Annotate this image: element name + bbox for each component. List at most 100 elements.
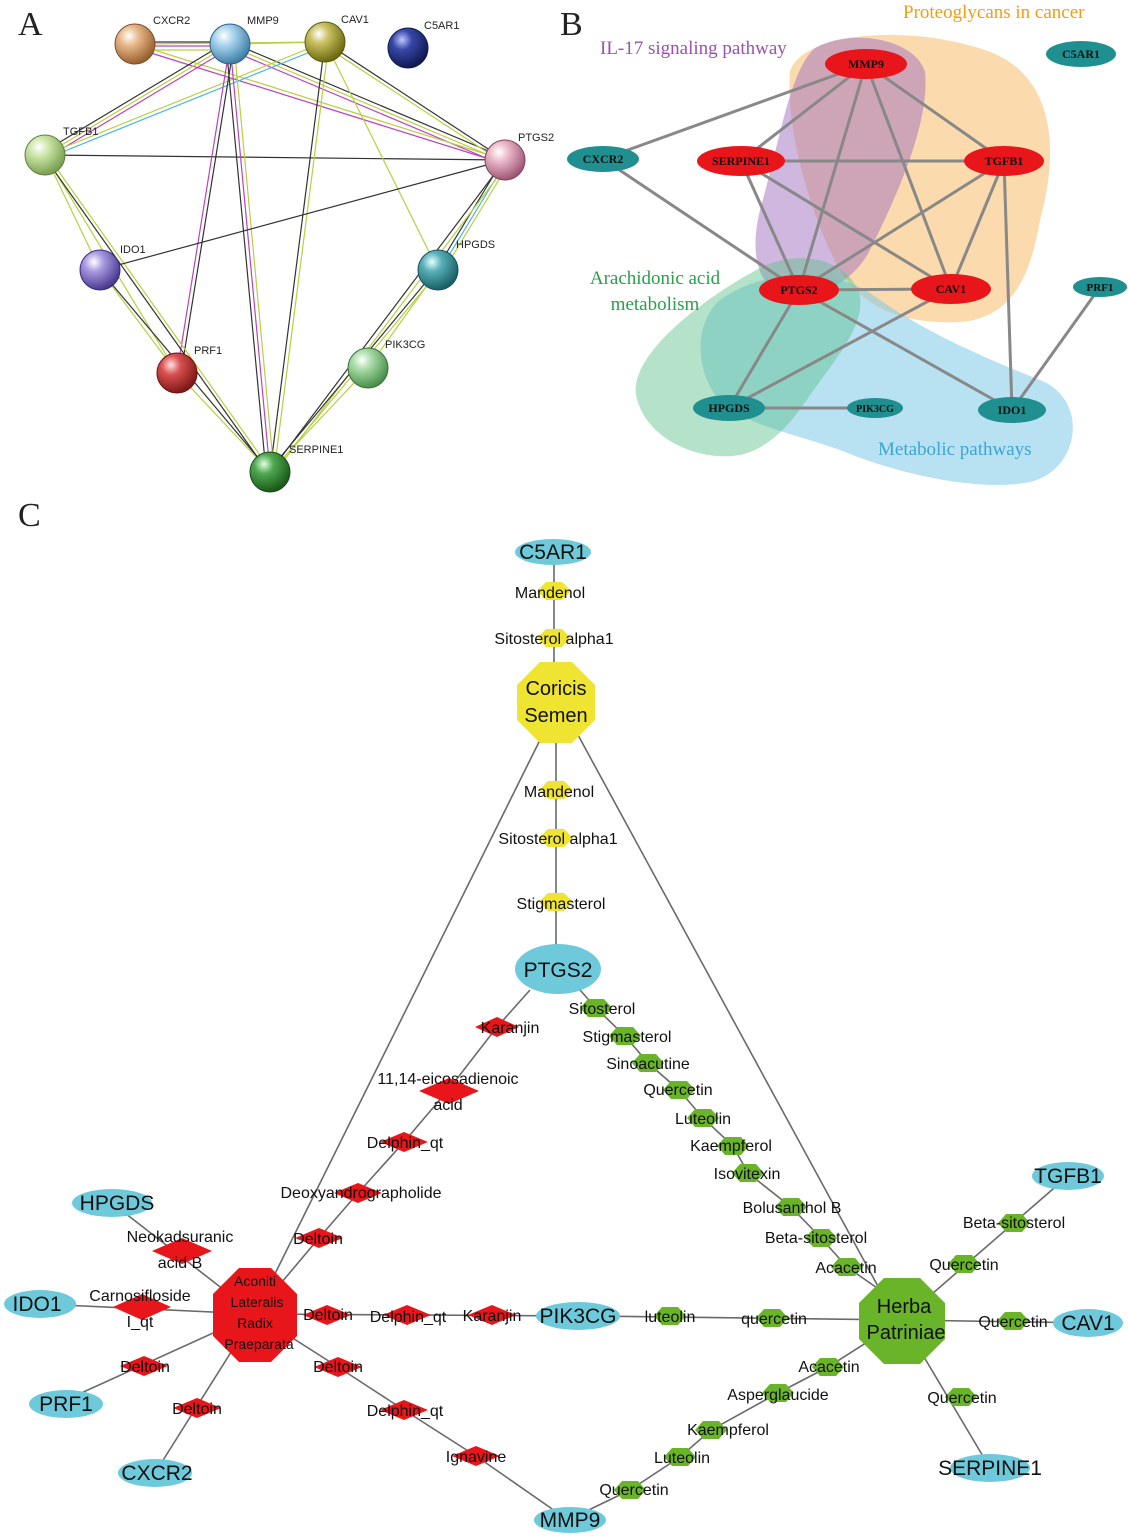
pc-red-delphin1: Delphin_qt bbox=[367, 1135, 444, 1152]
pc-green-quercetin2: quercetin bbox=[741, 1311, 807, 1328]
pa-node-ptgs2[interactable]: PTGS2 bbox=[484, 132, 554, 181]
pc-target-ido1[interactable]: IDO1 bbox=[4, 1290, 76, 1318]
pc-herb-aconiti-line3: Radix bbox=[237, 1315, 273, 1331]
pc-compound-green: Sitosterol Stigmasterol Sinoacutine Quer… bbox=[569, 999, 1065, 1499]
pc-herb-patriniae-line2: Patriniae bbox=[867, 1322, 946, 1344]
pa-label-hpgds: HPGDS bbox=[456, 239, 495, 251]
pc-target-prf1[interactable]: PRF1 bbox=[29, 1390, 103, 1418]
pb-label-serpine1: SERPINE1 bbox=[712, 154, 770, 168]
pc-target-hpgds-label: HPGDS bbox=[80, 1192, 155, 1215]
pa-node-serpine1[interactable]: SERPINE1 bbox=[249, 444, 343, 493]
pc-green-kaempferol2: Kaempferol bbox=[687, 1422, 769, 1439]
pa-node-c5ar1[interactable]: C5AR1 bbox=[387, 20, 459, 69]
pc-red-delphin2: Delphin_qt bbox=[370, 1309, 447, 1326]
pc-target-ptgs2[interactable]: PTGS2 bbox=[515, 944, 601, 994]
pc-green-luteolin2: luteolin bbox=[645, 1309, 696, 1326]
pc-red-neok-line2: acid B bbox=[158, 1255, 202, 1272]
pc-target-ptgs2-label: PTGS2 bbox=[524, 959, 593, 982]
pc-red-ignavine: Ignavine bbox=[446, 1449, 507, 1466]
pathway-label-arachidonic-line1: Arachidonic acid bbox=[590, 268, 721, 289]
pb-node-ido1[interactable]: IDO1 bbox=[978, 397, 1046, 423]
pa-label-serpine1: SERPINE1 bbox=[289, 444, 343, 456]
pb-node-cav1[interactable]: CAV1 bbox=[911, 274, 991, 304]
pc-herb-coricis-line2: Semen bbox=[524, 705, 587, 727]
pc-target-prf1-label: PRF1 bbox=[39, 1393, 93, 1416]
pc-red-deltoin2: Deltoin bbox=[120, 1359, 170, 1376]
pb-node-hpgds[interactable]: HPGDS bbox=[693, 395, 765, 421]
pc-target-cxcr2[interactable]: CXCR2 bbox=[118, 1459, 193, 1487]
pb-label-hpgds: HPGDS bbox=[708, 401, 750, 415]
pc-target-serpine1[interactable]: SERPINE1 bbox=[938, 1454, 1042, 1482]
pc-green-sinoacutine: Sinoacutine bbox=[606, 1056, 690, 1073]
pa-label-prf1: PRF1 bbox=[194, 345, 222, 357]
pa-node-tgfb1[interactable]: TGFB1 bbox=[24, 126, 98, 176]
pa-node-cxcr2[interactable]: CXCR2 bbox=[114, 15, 190, 65]
pb-node-ptgs2[interactable]: PTGS2 bbox=[759, 275, 839, 305]
pathway-label-arachidonic-line2: metabolism bbox=[611, 294, 700, 315]
pb-node-prf1[interactable]: PRF1 bbox=[1073, 277, 1127, 297]
pb-label-cxcr2: CXCR2 bbox=[583, 152, 624, 166]
pb-node-serpine1[interactable]: SERPINE1 bbox=[697, 146, 785, 176]
pc-red-delphin3: Delphin_qt bbox=[367, 1403, 444, 1420]
pb-label-tgfb1: TGFB1 bbox=[985, 154, 1024, 168]
pc-green-acacetin1: Acacetin bbox=[815, 1260, 876, 1277]
pa-label-mmp9: MMP9 bbox=[247, 15, 279, 27]
pc-green-sitosterol: Sitosterol bbox=[569, 1001, 636, 1018]
pc-green-isovitexin: Isovitexin bbox=[714, 1166, 781, 1183]
panel-a-nodes: CXCR2 MMP9 CAV1 C5AR1 TGFB1 PTGS2 IDO1 H… bbox=[24, 14, 554, 493]
pc-target-hpgds[interactable]: HPGDS bbox=[72, 1189, 154, 1217]
pc-green-quercetin6: Quercetin bbox=[599, 1482, 668, 1499]
pc-target-tgfb1[interactable]: TGFB1 bbox=[1032, 1162, 1104, 1190]
pa-node-cav1[interactable]: CAV1 bbox=[304, 14, 369, 63]
pc-red-karanjin1: Karanjin bbox=[481, 1020, 540, 1037]
pc-red-carno-line2: I_qt bbox=[127, 1314, 154, 1331]
pc-herb-aconiti[interactable]: Aconiti Lateralis Radix Praeparata bbox=[213, 1268, 297, 1362]
pc-herb-patriniae[interactable]: Herba Patriniae bbox=[859, 1278, 945, 1364]
pc-target-mmp9-label: MMP9 bbox=[540, 1509, 601, 1532]
pa-node-hpgds[interactable]: HPGDS bbox=[417, 239, 495, 291]
pa-node-ido1[interactable]: IDO1 bbox=[79, 244, 146, 291]
pc-target-c5ar1[interactable]: C5AR1 bbox=[515, 539, 591, 565]
pc-yellow-mid3: Stigmasterol bbox=[517, 896, 606, 913]
pb-node-tgfb1[interactable]: TGFB1 bbox=[964, 146, 1044, 176]
pc-compound-yellow: Mandenol Sitosterol alpha1 Mandenol Sito… bbox=[494, 582, 618, 913]
pa-node-mmp9[interactable]: MMP9 bbox=[209, 15, 279, 65]
pb-node-pik3cg[interactable]: PIK3CG bbox=[847, 398, 903, 418]
pc-herb-aconiti-line1: Aconiti bbox=[234, 1273, 276, 1289]
pathway-label-il17: IL-17 signaling pathway bbox=[600, 38, 787, 59]
pc-red-deltoin4: Deltoin bbox=[303, 1307, 353, 1324]
pc-red-karanjin2: Karanjin bbox=[463, 1308, 522, 1325]
pc-compound-red: Karanjin 11,14-eicosadienoic acid Delphi… bbox=[89, 1017, 539, 1466]
pa-label-ido1: IDO1 bbox=[120, 244, 146, 256]
pc-red-deltoin1: Deltoin bbox=[293, 1231, 343, 1248]
pc-red-eicosa-line1: 11,14-eicosadienoic bbox=[377, 1071, 518, 1088]
pc-herb-patriniae-line1: Herba bbox=[877, 1296, 932, 1318]
pc-target-mmp9[interactable]: MMP9 bbox=[534, 1507, 606, 1533]
pa-node-pik3cg[interactable]: PIK3CG bbox=[347, 339, 425, 389]
pc-target-c5ar1-label: C5AR1 bbox=[519, 541, 587, 564]
pb-node-mmp9[interactable]: MMP9 bbox=[825, 49, 907, 79]
pb-node-c5ar1[interactable]: C5AR1 bbox=[1046, 41, 1116, 67]
pc-herb-coricis-semen[interactable]: Coricis Semen bbox=[517, 662, 595, 743]
pa-label-pik3cg: PIK3CG bbox=[385, 339, 425, 351]
pb-label-prf1: PRF1 bbox=[1087, 282, 1114, 294]
pc-red-carno-line1: Carnosifloside bbox=[89, 1288, 190, 1305]
pathway-area-metabolic bbox=[700, 274, 1073, 485]
pa-label-ptgs2: PTGS2 bbox=[518, 132, 554, 144]
pc-red-deoxy: Deoxyandrographolide bbox=[281, 1185, 442, 1202]
pc-target-cav1[interactable]: CAV1 bbox=[1053, 1309, 1123, 1337]
pathway-label-proteoglycans: Proteoglycans in cancer bbox=[903, 2, 1085, 23]
pa-node-prf1[interactable]: PRF1 bbox=[156, 345, 222, 394]
panel-c-letter: C bbox=[18, 497, 41, 534]
panel-a-letter: A bbox=[18, 6, 43, 43]
pc-target-pik3cg[interactable]: PIK3CG bbox=[536, 1302, 620, 1330]
pb-label-pik3cg: PIK3CG bbox=[856, 404, 894, 415]
pc-herb-coricis-line1: Coricis bbox=[525, 678, 586, 700]
pb-label-ido1: IDO1 bbox=[998, 403, 1027, 417]
panel-b-nodes: MMP9 SERPINE1 TGFB1 PTGS2 CAV1 CXCR2 C5A… bbox=[567, 41, 1127, 423]
pathway-area-arachidonic bbox=[635, 258, 861, 457]
pc-target-ido1-label: IDO1 bbox=[12, 1293, 61, 1316]
pb-node-cxcr2[interactable]: CXCR2 bbox=[567, 146, 639, 172]
pc-yellow-top2: Sitosterol alpha1 bbox=[494, 631, 613, 648]
pc-green-luteolin3: Luteolin bbox=[654, 1450, 710, 1467]
